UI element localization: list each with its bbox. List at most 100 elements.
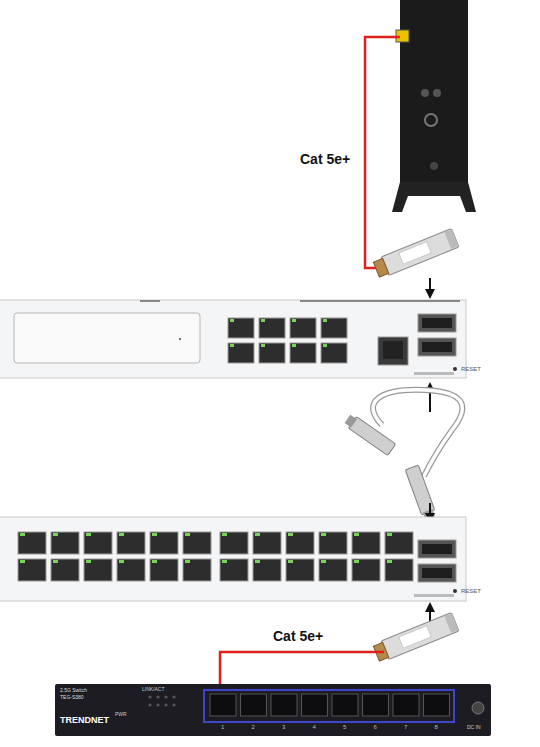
port-led	[261, 319, 265, 322]
rj45-port	[150, 559, 178, 581]
device-text: PWR	[115, 712, 127, 717]
rj45-port	[271, 694, 297, 716]
rj45-port	[290, 343, 316, 363]
rj45-port	[393, 694, 419, 716]
port-led	[119, 560, 124, 563]
modem-device	[392, 0, 476, 212]
port-led	[185, 560, 190, 563]
device-text: LINK/ACT	[142, 687, 165, 692]
rj45-port	[253, 532, 281, 554]
device-text: 5	[343, 724, 346, 730]
status-led	[148, 703, 151, 706]
rj45-port	[51, 559, 79, 581]
port-led	[222, 533, 227, 536]
rj45-port	[210, 694, 236, 716]
rj45-port	[18, 532, 46, 554]
rj45-port	[286, 532, 314, 554]
port-led	[222, 560, 227, 563]
rj45-port	[302, 694, 328, 716]
port-led	[321, 533, 326, 536]
port-led	[86, 560, 91, 563]
device-text: 6	[374, 724, 377, 730]
rj45-port	[332, 694, 358, 716]
rj45-port	[117, 532, 145, 554]
status-led	[164, 695, 167, 698]
port-led	[185, 533, 190, 536]
rj45-port	[424, 694, 450, 716]
port-led	[288, 533, 293, 536]
device-text: 2.5G Switch	[60, 688, 87, 693]
aggregation-switch	[0, 517, 466, 601]
rj45-port	[220, 532, 248, 554]
sfp-module	[373, 228, 459, 278]
rj45-port	[290, 318, 316, 338]
direction-arrow	[429, 278, 431, 297]
rj45-port	[253, 559, 281, 581]
device-text: 7	[404, 724, 407, 730]
device-text: RESET	[461, 588, 481, 594]
rj45-port	[385, 532, 413, 554]
port-led	[288, 560, 293, 563]
rj45-port	[259, 343, 285, 363]
rj45-port	[286, 559, 314, 581]
rj45-port	[241, 694, 267, 716]
status-led	[156, 703, 159, 706]
port-led	[387, 560, 392, 563]
device-text: TRENDNET	[60, 716, 109, 725]
device-text: TEG-S380	[60, 695, 84, 700]
rj45-port	[150, 532, 178, 554]
port-led	[86, 533, 91, 536]
port-led	[321, 560, 326, 563]
port-led	[53, 533, 58, 536]
port-led	[292, 319, 296, 322]
port-led	[255, 560, 260, 563]
rj45-port	[259, 318, 285, 338]
port-led	[261, 344, 265, 347]
port-led	[53, 560, 58, 563]
device-text: 8	[435, 724, 438, 730]
rj45-port	[228, 318, 254, 338]
port-led	[387, 533, 392, 536]
device-text: RESET	[461, 366, 481, 372]
port-led	[152, 533, 157, 536]
device-text: 2	[252, 724, 255, 730]
rj45-port	[183, 532, 211, 554]
rj45-port	[352, 532, 380, 554]
rj45-port	[319, 559, 347, 581]
rj45-port	[51, 532, 79, 554]
rj45-port	[385, 559, 413, 581]
status-led	[164, 703, 167, 706]
status-led	[172, 703, 175, 706]
rj45-port	[321, 343, 347, 363]
port-led	[230, 344, 234, 347]
cable-label: Cat 5e+	[273, 629, 323, 643]
port-led	[20, 533, 25, 536]
trendnet-switch	[55, 684, 491, 736]
rj45-port	[183, 559, 211, 581]
port-led	[255, 533, 260, 536]
port-led	[323, 344, 327, 347]
port-led	[152, 560, 157, 563]
rj45-port	[18, 559, 46, 581]
rj45-port	[117, 559, 145, 581]
rj45-port	[84, 532, 112, 554]
rj45-port	[363, 694, 389, 716]
device-text: 1	[221, 724, 224, 730]
status-led	[148, 695, 151, 698]
rj45-port	[352, 559, 380, 581]
rj45-port	[84, 559, 112, 581]
direction-arrow	[429, 604, 431, 622]
port-led	[354, 533, 359, 536]
cable-label: Cat 5e+	[300, 152, 350, 166]
sfp-module	[373, 612, 459, 662]
port-led	[292, 344, 296, 347]
device-text: 3	[282, 724, 285, 730]
status-led	[156, 695, 159, 698]
device-text: DC IN	[467, 725, 481, 730]
dac-cable	[343, 390, 462, 521]
rj45-port	[220, 559, 248, 581]
ethernet-cable	[365, 37, 400, 268]
device-text: 4	[313, 724, 316, 730]
